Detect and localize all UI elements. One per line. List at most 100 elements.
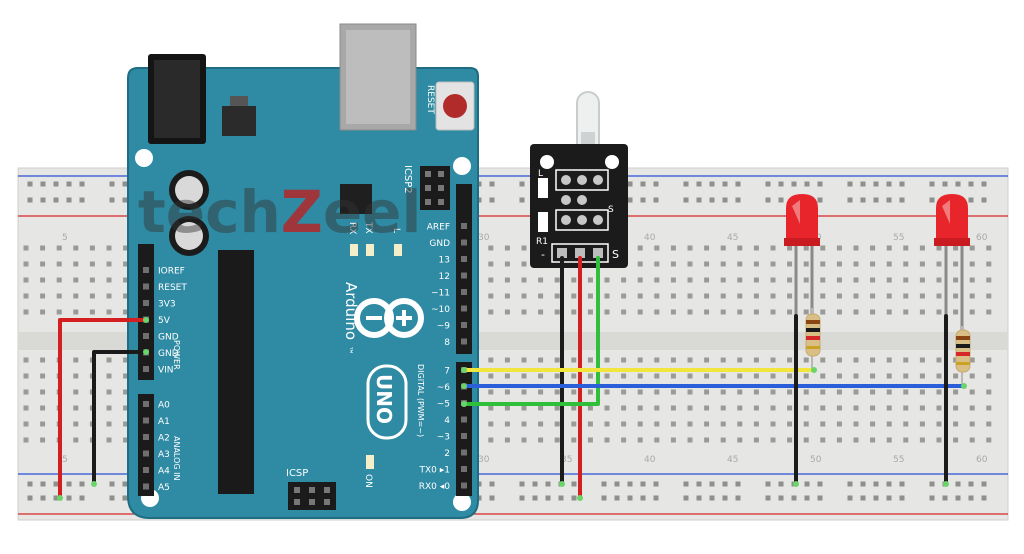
- rail-hole: [489, 495, 495, 501]
- rail-hole: [532, 481, 538, 487]
- digital-header-bottom: [456, 362, 472, 496]
- rail-hole: [519, 197, 525, 203]
- rail-hole: [968, 481, 974, 487]
- breadboard-hole: [886, 421, 892, 427]
- breadboard-hole: [73, 309, 79, 315]
- breadboard-hole: [753, 405, 759, 411]
- breadboard-hole: [903, 293, 909, 299]
- breadboard-hole: [720, 421, 726, 427]
- pin-label-gnd: GND: [429, 239, 450, 249]
- breadboard-hole: [737, 293, 743, 299]
- header-pin: [143, 467, 149, 473]
- breadboard-hole: [106, 389, 112, 395]
- breadboard-hole: [787, 421, 793, 427]
- sensor-label-s-pin: S: [612, 248, 619, 261]
- rail-hole: [709, 197, 715, 203]
- breadboard-hole: [753, 309, 759, 315]
- breadboard-hole: [886, 309, 892, 315]
- breadboard-hole: [803, 309, 809, 315]
- breadboard-hole: [73, 357, 79, 363]
- pin-label-3: ~3: [437, 433, 450, 443]
- breadboard-hole: [803, 373, 809, 379]
- pin-label-11: ~11: [431, 289, 450, 299]
- breadboard-hole: [770, 277, 776, 283]
- breadboard-hole: [953, 293, 959, 299]
- breadboard-hole: [670, 261, 676, 267]
- breadboard-hole: [604, 405, 610, 411]
- rail-hole: [696, 181, 702, 187]
- breadboard-hole: [770, 261, 776, 267]
- breadboard-hole: [770, 389, 776, 395]
- breadboard-hole: [704, 261, 710, 267]
- breadboard-hole: [488, 421, 494, 427]
- breadboard-hole: [521, 373, 527, 379]
- rail-hole: [66, 197, 72, 203]
- reset-button-cap[interactable]: [443, 94, 467, 118]
- breadboard-hole: [936, 261, 942, 267]
- breadboard-hole: [986, 421, 992, 427]
- rail-hole: [817, 197, 823, 203]
- resistor-1: [805, 308, 821, 372]
- l-led: [394, 244, 402, 256]
- breadboard-hole: [820, 245, 826, 251]
- breadboard-hole: [123, 437, 129, 443]
- breadboard-hole: [720, 373, 726, 379]
- breadboard-hole: [870, 309, 876, 315]
- sensor-pad: [577, 175, 587, 185]
- rail-hole: [847, 495, 853, 501]
- breadboard-hole: [637, 421, 643, 427]
- breadboard-hole: [737, 421, 743, 427]
- breadboard-hole: [504, 309, 510, 315]
- rail-hole: [765, 481, 771, 487]
- rail-hole: [955, 181, 961, 187]
- on-led: [366, 455, 374, 469]
- breadboard-hole: [787, 357, 793, 363]
- breadboard-hole: [621, 421, 627, 427]
- breadboard-hole: [836, 261, 842, 267]
- breadboard-hole: [504, 373, 510, 379]
- breadboard-hole: [89, 293, 95, 299]
- breadboard-hole: [123, 277, 129, 283]
- breadboard-hole: [704, 309, 710, 315]
- breadboard-hole: [787, 261, 793, 267]
- rail-hole: [40, 495, 46, 501]
- breadboard-hole: [870, 421, 876, 427]
- breadboard-hole: [903, 437, 909, 443]
- tx-led: [366, 244, 374, 256]
- breadboard-hole: [521, 405, 527, 411]
- breadboard-hole: [836, 357, 842, 363]
- breadboard-hole: [504, 389, 510, 395]
- led-2: [934, 194, 970, 336]
- sensor-pad: [593, 215, 603, 225]
- analog-header: [138, 394, 154, 496]
- breadboard-hole: [521, 277, 527, 283]
- rail-hole: [545, 495, 551, 501]
- breadboard-hole: [571, 421, 577, 427]
- rail-hole: [886, 481, 892, 487]
- breadboard-hole: [820, 389, 826, 395]
- breadboard-hole: [853, 421, 859, 427]
- breadboard-hole: [803, 293, 809, 299]
- icsp2-pin: [438, 185, 444, 191]
- col-number-bottom-45: 45: [727, 455, 738, 465]
- breadboard-hole: [853, 293, 859, 299]
- icsp-pin: [324, 487, 330, 493]
- pin-label-a5: A5: [158, 483, 170, 493]
- mount-hole: [453, 157, 471, 175]
- rail-hole: [735, 181, 741, 187]
- breadboard-hole: [953, 277, 959, 283]
- rail-hole: [942, 181, 948, 187]
- header-pin: [143, 401, 149, 407]
- breadboard-hole: [554, 293, 560, 299]
- rail-hole: [722, 181, 728, 187]
- breadboard-hole: [787, 245, 793, 251]
- wire-5v-red: [58, 318, 148, 500]
- rail-hole: [640, 481, 646, 487]
- breadboard-hole: [621, 293, 627, 299]
- breadboard-hole: [687, 245, 693, 251]
- breadboard-hole: [919, 261, 925, 267]
- sensor-pcb: [530, 144, 628, 268]
- breadboard-hole: [704, 245, 710, 251]
- pin-label-2: 2: [444, 449, 450, 459]
- breadboard-hole: [106, 309, 112, 315]
